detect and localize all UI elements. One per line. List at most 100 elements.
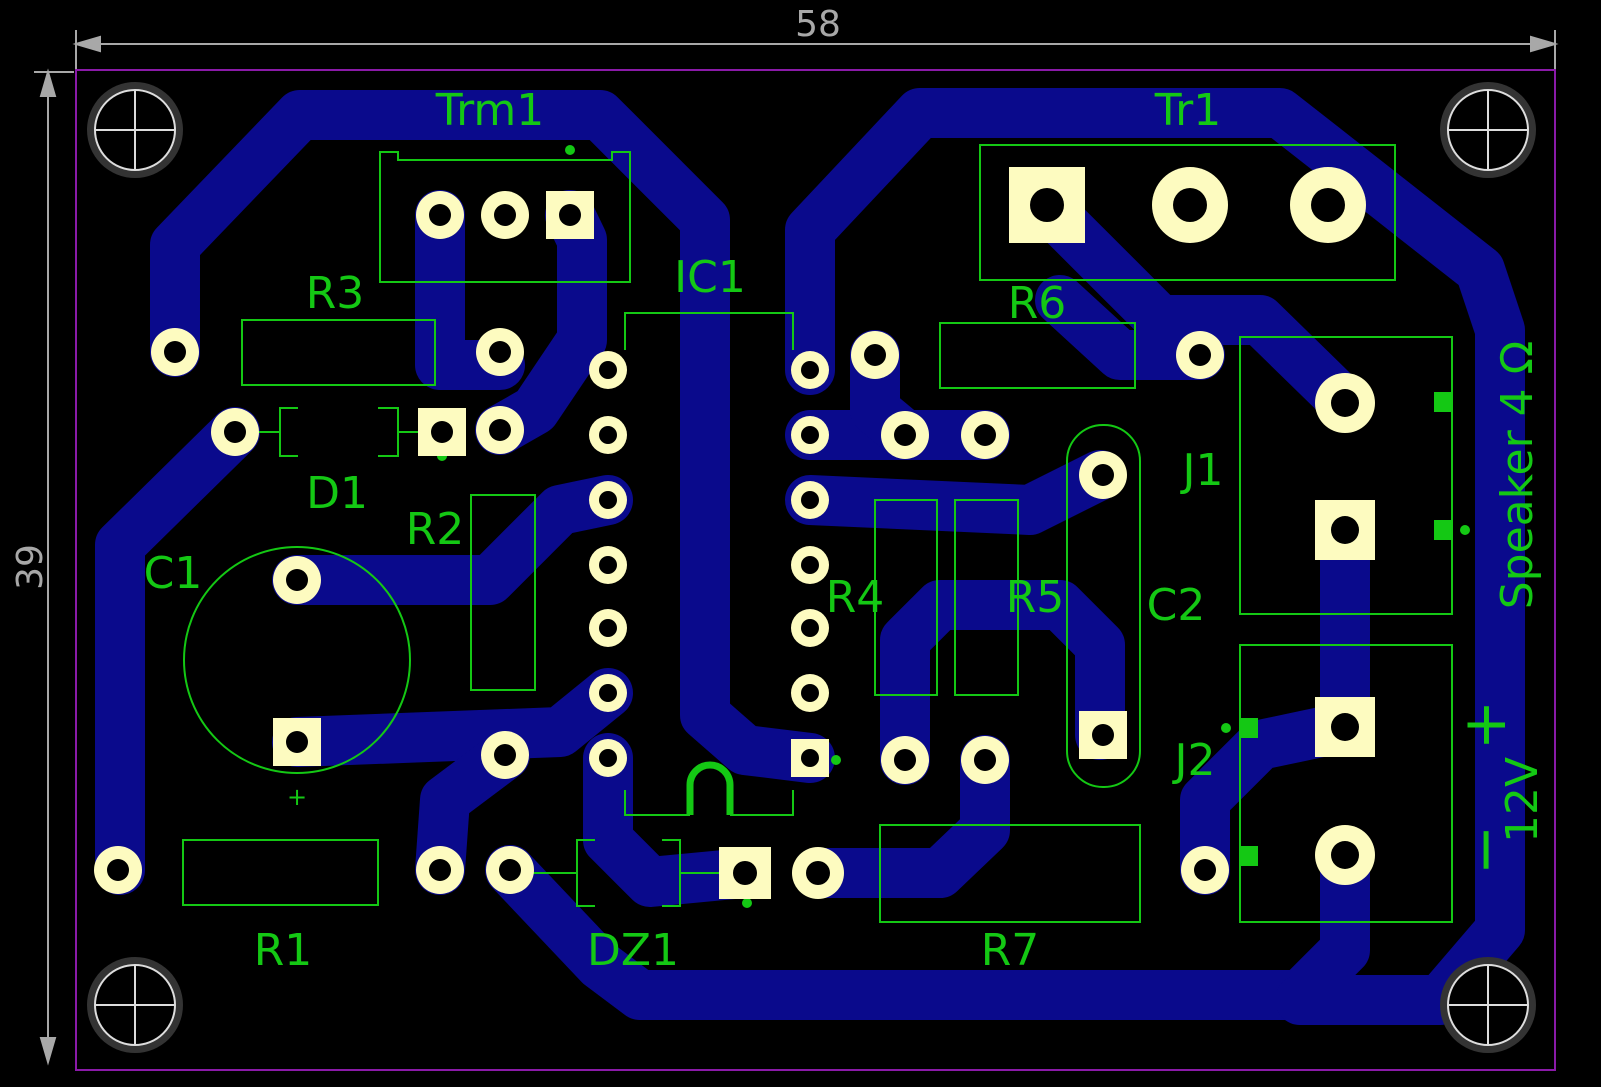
label-r4: R4: [826, 572, 885, 623]
j1-marker: [1434, 520, 1452, 540]
square-pad: [418, 408, 466, 456]
round-pad: [273, 556, 321, 604]
label-r7: R7: [981, 925, 1040, 976]
mounting-hole: [87, 82, 183, 178]
round-pad: [476, 328, 524, 376]
label-r3: R3: [306, 268, 365, 319]
square-pad: [719, 847, 771, 899]
drill-hole: [599, 426, 617, 444]
tr1-outline: [979, 144, 1396, 281]
label-d1: D1: [306, 468, 368, 519]
r7-outline: [879, 824, 1141, 923]
j2-marker: [1240, 718, 1258, 738]
dimension-width-label: 58: [795, 4, 841, 45]
round-pad: [792, 847, 844, 899]
pin1-marker: [742, 898, 752, 908]
drill-hole: [599, 491, 617, 509]
r3-outline: [241, 319, 436, 386]
dz1-outline: [530, 839, 728, 907]
round-pad: [589, 546, 627, 584]
drill-hole: [499, 859, 521, 881]
round-pad: [1176, 331, 1224, 379]
trace: [150, 90, 835, 783]
drill-hole: [974, 749, 996, 771]
round-pad: [881, 411, 929, 459]
round-pad: [791, 546, 829, 584]
trace: [1180, 702, 1370, 895]
round-pad: [94, 846, 142, 894]
dimension-height-label: 39: [10, 544, 51, 590]
label-supply: 12V: [1497, 757, 1548, 843]
drill-hole: [224, 421, 246, 443]
round-pad: [589, 416, 627, 454]
r1-outline: [182, 839, 379, 906]
round-pad: [961, 411, 1009, 459]
square-pad: [1315, 500, 1375, 560]
drill-hole: [164, 341, 186, 363]
drill-hole: [599, 556, 617, 574]
drill-hole: [1030, 188, 1064, 222]
pin1-marker: [1221, 723, 1231, 733]
square-pad: [546, 191, 594, 239]
label-ic1: IC1: [674, 252, 746, 303]
drill-hole: [801, 361, 819, 379]
ic1-outline: [624, 312, 794, 816]
drill-hole: [107, 859, 129, 881]
c1-outline: [183, 546, 411, 774]
drill-hole: [599, 684, 617, 702]
pin1-marker: [1460, 525, 1470, 535]
round-pad: [791, 674, 829, 712]
label-trm1: Trm1: [435, 85, 545, 136]
label-j2: J2: [1172, 735, 1216, 786]
label-dz1: DZ1: [587, 925, 679, 976]
round-pad: [1152, 167, 1228, 243]
round-pad: [881, 736, 929, 784]
round-pad: [1315, 825, 1375, 885]
drill-hole: [1189, 344, 1211, 366]
drill-hole: [489, 341, 511, 363]
round-pad: [211, 408, 259, 456]
drill-hole: [1092, 724, 1114, 746]
copper-traces: [95, 88, 1525, 1025]
drill-hole: [974, 424, 996, 446]
round-pad: [851, 331, 899, 379]
label-tr1: Tr1: [1154, 85, 1222, 136]
board-outline: [75, 69, 1556, 1071]
label-supply-plus: +: [1450, 700, 1520, 750]
drill-hole: [801, 556, 819, 574]
square-pad: [791, 739, 829, 777]
round-pad: [791, 351, 829, 389]
r4-outline: [874, 499, 938, 696]
drill-hole: [894, 749, 916, 771]
round-pad: [481, 731, 529, 779]
round-pad: [791, 481, 829, 519]
drill-hole: [806, 861, 830, 885]
r2-outline: [470, 494, 536, 691]
j2-marker: [1240, 846, 1258, 866]
label-j1: J1: [1180, 445, 1224, 496]
round-pad: [1290, 167, 1366, 243]
trace: [880, 580, 1125, 785]
drill-hole: [489, 419, 511, 441]
drill-hole: [429, 859, 451, 881]
trace: [583, 733, 770, 907]
round-pad: [1181, 846, 1229, 894]
round-pad: [791, 416, 829, 454]
pin1-marker: [565, 145, 575, 155]
mounting-hole: [87, 957, 183, 1053]
drill-hole: [599, 361, 617, 379]
round-pad: [589, 739, 627, 777]
d1-outline: [255, 407, 425, 457]
drill-hole: [431, 421, 453, 443]
label-supply-minus: −: [1450, 825, 1520, 875]
round-pad: [589, 609, 627, 647]
round-pad: [1315, 373, 1375, 433]
trace: [1035, 275, 1225, 380]
trace: [785, 450, 1125, 535]
round-pad: [476, 406, 524, 454]
silkscreen: [182, 144, 1470, 923]
square-pad: [1079, 711, 1127, 759]
j1-outline: [1239, 336, 1453, 615]
drill-hole: [1311, 188, 1345, 222]
trace: [95, 407, 260, 895]
